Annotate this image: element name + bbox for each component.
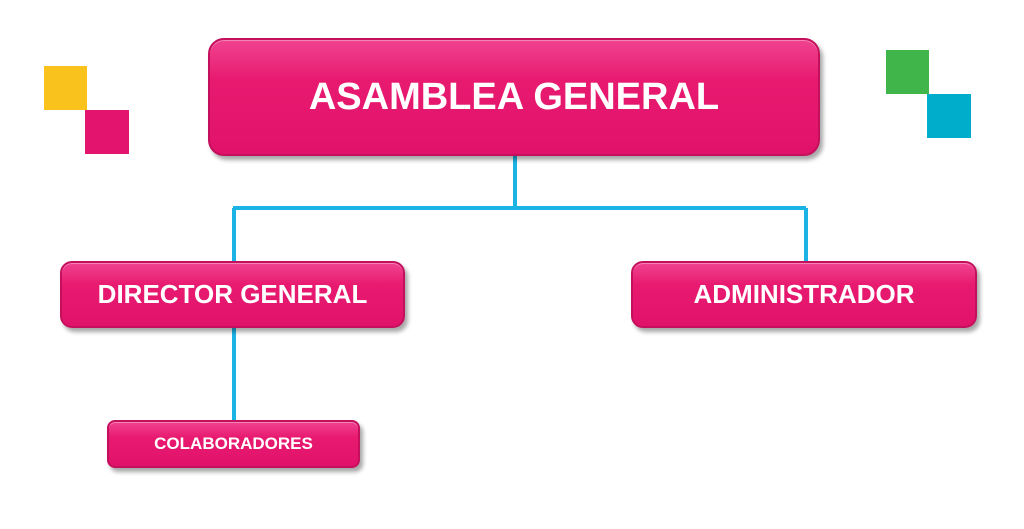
decor-square-cyan	[927, 94, 971, 138]
decor-square-green	[886, 50, 929, 94]
decor-square-pink	[85, 110, 129, 154]
node-director-general: DIRECTOR GENERAL	[60, 261, 405, 328]
node-asamblea-general: ASAMBLEA GENERAL	[208, 38, 820, 156]
node-colaboradores: COLABORADORES	[107, 420, 360, 468]
node-administrador: ADMINISTRADOR	[631, 261, 977, 328]
decor-square-yellow	[44, 66, 87, 110]
